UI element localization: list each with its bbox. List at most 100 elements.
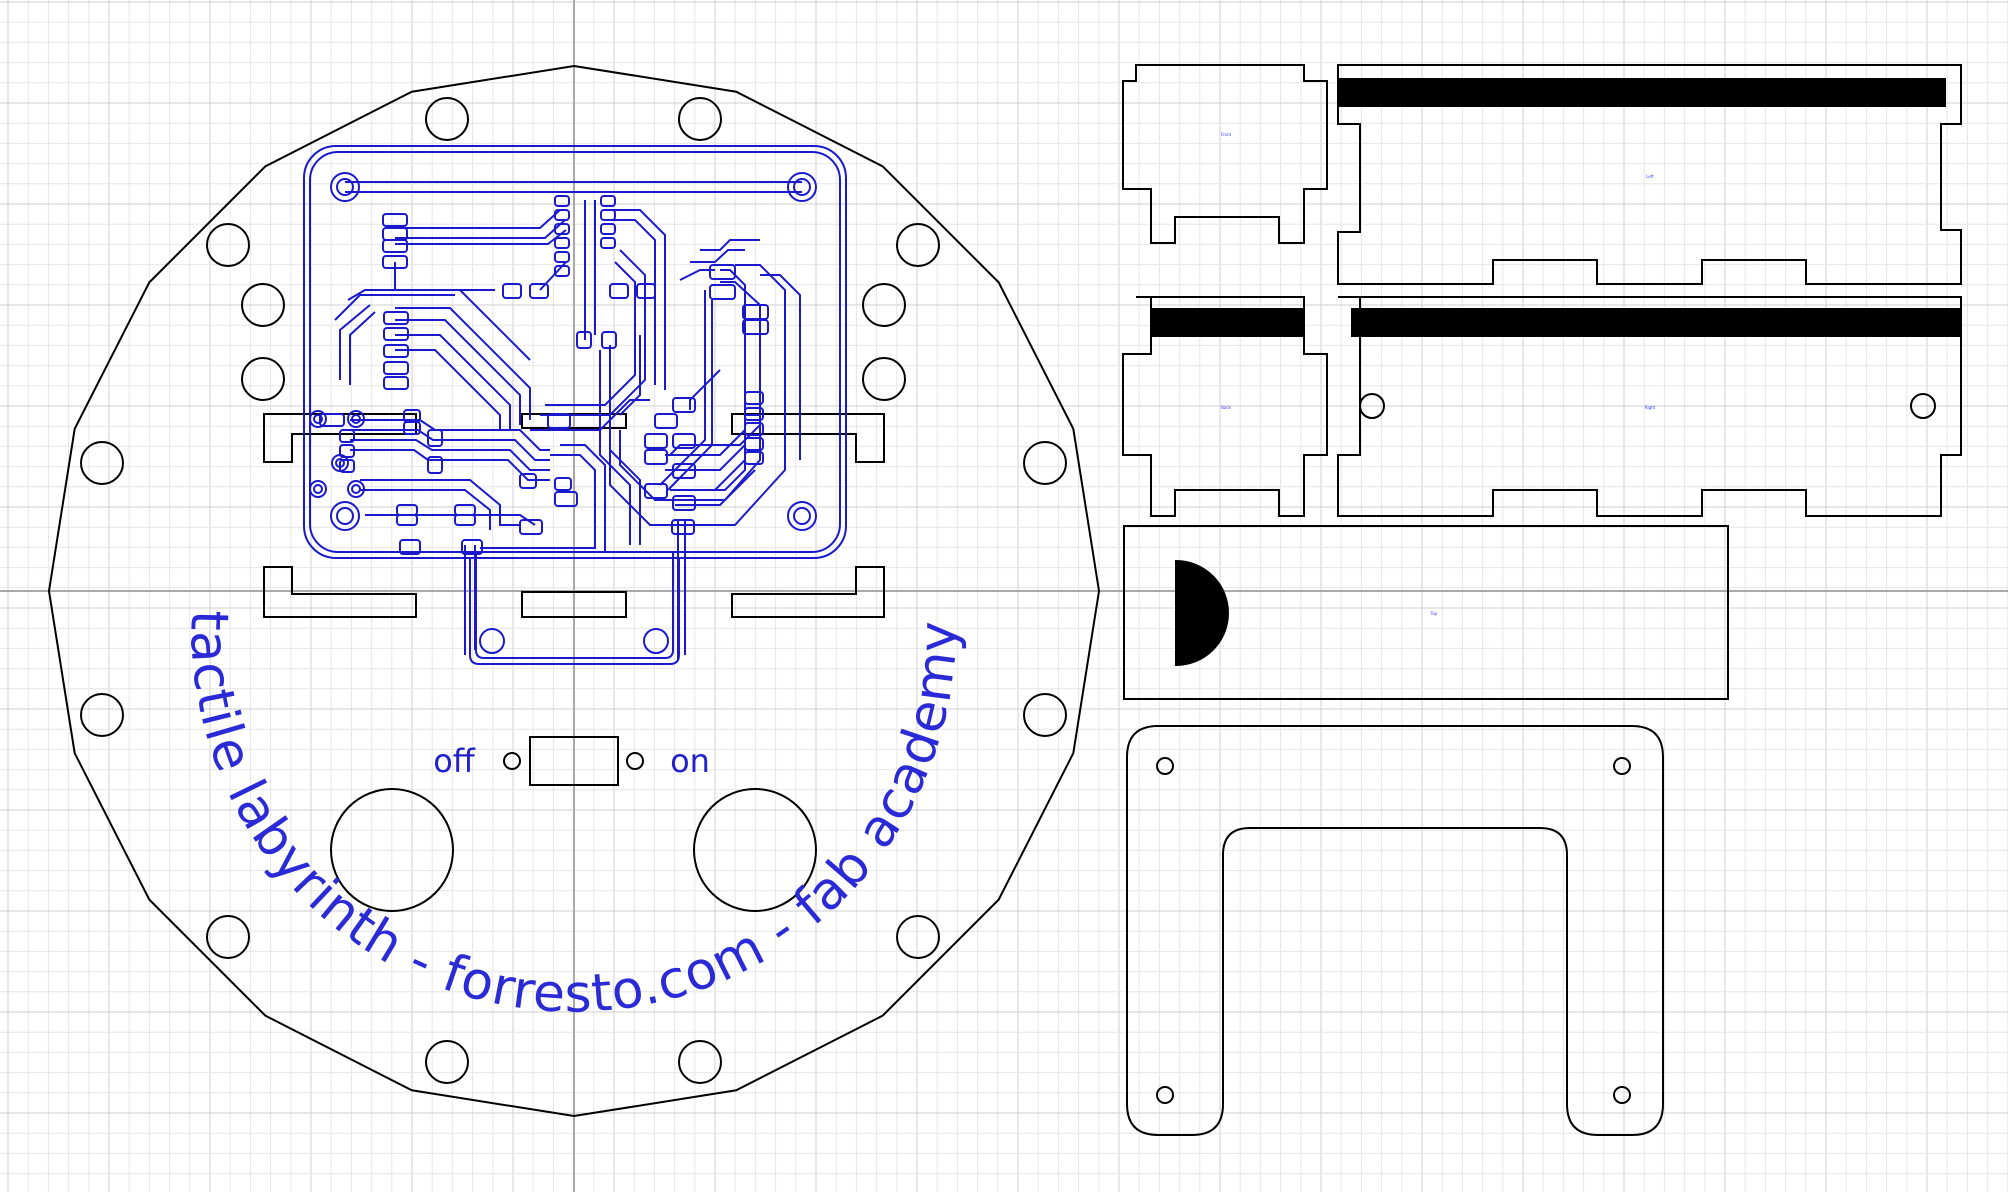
pcb-via [309, 480, 327, 498]
pcb-mount-hole [787, 172, 817, 202]
pcb-pad [636, 283, 656, 299]
pcb-trace [395, 349, 501, 430]
pcb-trace [540, 249, 646, 416]
pcb-pad [383, 344, 409, 358]
base-plate [47, 64, 1101, 1118]
pcb-mount-hole [787, 501, 817, 531]
pcb-trace [665, 429, 746, 456]
pcb-trace [700, 239, 760, 251]
pcb-pad [601, 331, 617, 349]
pcb-outline [303, 145, 847, 559]
bracket-slot-right-top [731, 413, 885, 463]
pcb-pad [554, 251, 570, 263]
pcb-pad [654, 413, 678, 429]
panel-right-hole [1359, 393, 1385, 419]
pcb-mount-hole [336, 178, 354, 196]
panel-left [1337, 64, 1962, 285]
pcb-pad [339, 444, 355, 458]
pcb-tab-hole [643, 628, 669, 654]
pcb-trace [334, 294, 455, 321]
pcb-trace [360, 489, 491, 530]
pcb-pad [403, 421, 421, 435]
switch-on-label: on [670, 742, 710, 780]
pcb-pad [554, 491, 578, 507]
pcb-pad [644, 433, 668, 449]
pcb-trace [395, 319, 521, 425]
mounting-holes [80, 97, 1067, 1084]
pcb-pad [382, 255, 408, 269]
pcb-trace [760, 274, 801, 460]
pcb-pad [554, 265, 570, 277]
pcb-trace [609, 264, 786, 526]
pcb-pad [383, 327, 409, 341]
pcb-pad [709, 264, 736, 280]
mounting-hole [80, 441, 124, 485]
mounting-hole [425, 97, 469, 141]
mounting-hole [896, 915, 940, 959]
panel-right-hole [1910, 393, 1936, 419]
pcb-pad [396, 514, 418, 526]
mounting-hole [896, 223, 940, 267]
panel-top-half-circle [1175, 559, 1229, 667]
mounting-hole [80, 693, 124, 737]
pcb-pad [383, 311, 409, 325]
pcb-board [303, 145, 847, 665]
pcb-via [351, 484, 361, 494]
switch-hole-off [503, 752, 521, 770]
pcb-pad [672, 433, 696, 449]
pcb-pad [547, 413, 571, 429]
pcb-trace [530, 399, 650, 431]
mounting-hole [425, 1040, 469, 1084]
mounting-hole [862, 283, 906, 327]
panel-back-engrave-bar [1150, 308, 1305, 337]
mounting-hole [206, 223, 250, 267]
pcb-pad [319, 413, 345, 427]
pcb-mount-hole [793, 178, 811, 196]
pcb-pad [461, 539, 483, 555]
pcb-pad [554, 237, 570, 249]
pcb-pad [744, 422, 764, 436]
panel-right-engrave-bar [1351, 308, 1960, 337]
pcb-trace [685, 269, 746, 491]
pcb-pad [383, 376, 409, 390]
pcb-pad [744, 391, 764, 405]
pcb-pad [529, 283, 549, 299]
mounting-hole [206, 915, 250, 959]
pcb-pad [600, 209, 616, 221]
pcb-via [313, 414, 323, 424]
pcb-via [309, 410, 327, 428]
panel-left-label: Left [1646, 174, 1654, 179]
mounting-hole [241, 357, 285, 401]
pcb-pad [382, 213, 408, 227]
pcb-pad [502, 283, 522, 299]
pcb-via [313, 484, 323, 494]
pcb-pad [644, 449, 668, 465]
pcb-trace [690, 249, 745, 263]
u-bracket-hole [1613, 757, 1631, 775]
pcb-pad [742, 319, 769, 335]
pcb-trace [347, 289, 531, 361]
pcb-trace [395, 307, 531, 420]
pcb-mount-hole [330, 172, 360, 202]
pcb-trace [610, 219, 656, 385]
pcb-mount-hole [793, 507, 811, 525]
pcb-mount-hole [336, 507, 354, 525]
pcb-pad [554, 223, 570, 235]
pcb-trace [470, 444, 606, 553]
pcb-trace [599, 350, 631, 545]
pcb-pad [600, 223, 616, 235]
pcb-via [351, 414, 361, 424]
speaker-hole-right [693, 788, 817, 912]
panel-right-label: Right [1645, 405, 1656, 410]
pcb-pad [383, 361, 409, 375]
pcb-pad [576, 331, 592, 349]
pcb-trace [394, 262, 495, 291]
pcb-trace [350, 439, 550, 471]
pcb-trace [670, 459, 746, 491]
u-bracket [1126, 725, 1664, 1136]
switch-cutout [529, 736, 619, 786]
pcb-pad [672, 495, 696, 511]
u-bracket-hole [1613, 1086, 1631, 1104]
pcb-trace [395, 334, 511, 430]
